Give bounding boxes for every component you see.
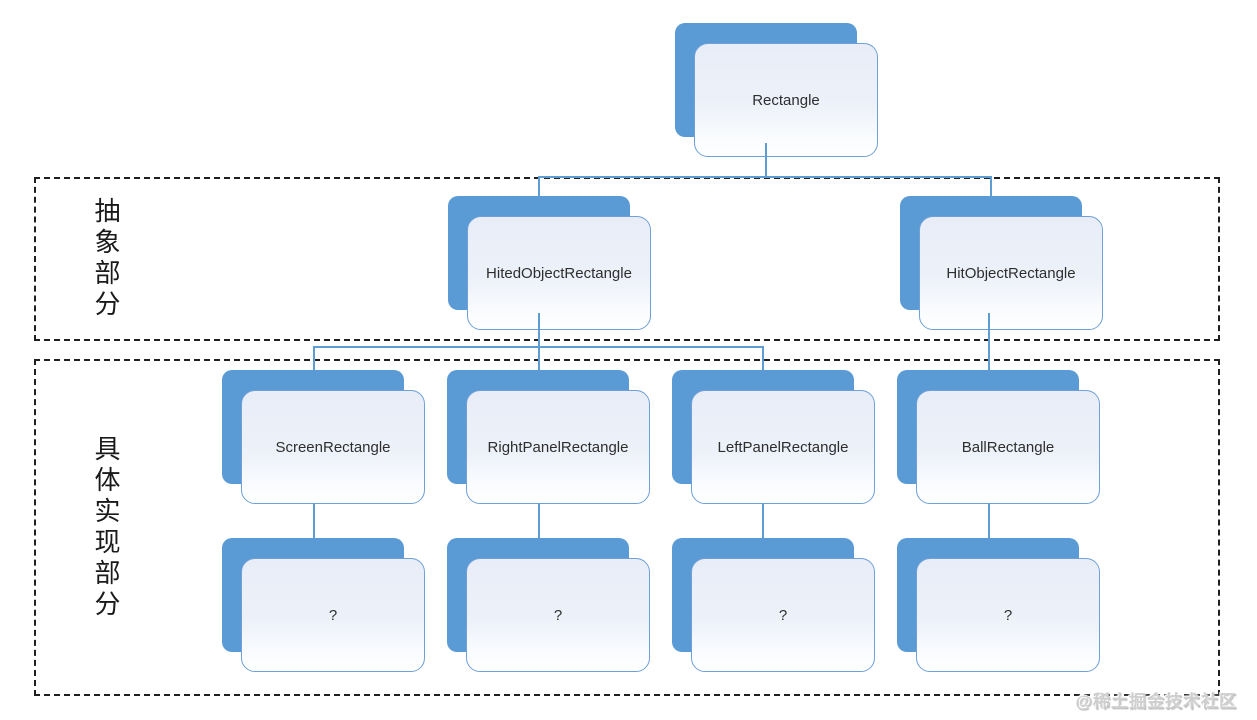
connector-drop-screen [313,346,315,371]
node-question-1-label: ? [328,606,338,624]
connector-root-stem [765,143,767,178]
node-hit-object-rectangle-label: HitObjectRectangle [946,264,1076,282]
node-rectangle-box: Rectangle [694,43,878,157]
node-question-3-label: ? [778,606,788,624]
node-hit-object-rectangle-box: HitObjectRectangle [919,216,1103,330]
node-rectangle-label: Rectangle [752,91,820,109]
node-left-panel-rectangle-box: LeftPanelRectangle [691,390,875,504]
node-screen-rectangle: ScreenRectangle [222,370,427,505]
node-hited-object-rectangle-box: HitedObjectRectangle [467,216,651,330]
node-right-panel-rectangle-box: RightPanelRectangle [466,390,650,504]
node-question-1-box: ? [241,558,425,672]
node-right-panel-rectangle-label: RightPanelRectangle [487,438,629,456]
node-rectangle: Rectangle [675,23,880,158]
node-question-2-box: ? [466,558,650,672]
section-abstract-part: 抽象部分 [34,177,1220,341]
connector-ball-to-q4 [988,503,990,539]
node-hited-object-rectangle: HitedObjectRectangle [448,196,653,331]
section-concrete-label: 具体实现部分 [90,434,120,621]
connector-level1-horizontal [538,176,992,178]
node-question-2: ? [447,538,652,673]
node-left-panel-rectangle-label: LeftPanelRectangle [717,438,849,456]
node-question-4-box: ? [916,558,1100,672]
node-question-4: ? [897,538,1102,673]
node-ball-rectangle-label: BallRectangle [961,438,1055,456]
node-question-1: ? [222,538,427,673]
node-screen-rectangle-box: ScreenRectangle [241,390,425,504]
connector-drop-hit [990,176,992,197]
connector-drop-leftpanel [762,346,764,371]
node-question-2-label: ? [553,606,563,624]
node-question-3-box: ? [691,558,875,672]
node-ball-rectangle-box: BallRectangle [916,390,1100,504]
connector-hited-stem [538,313,540,371]
node-question-4-label: ? [1003,606,1013,624]
node-question-3: ? [672,538,877,673]
connector-level2-horizontal [313,346,763,348]
connector-screen-to-q1 [313,503,315,539]
section-abstract-label: 抽象部分 [90,197,120,321]
section-concrete-part: 具体实现部分 [34,359,1220,696]
watermark-text: @稀土掘金技术社区 [1075,692,1237,711]
node-left-panel-rectangle: LeftPanelRectangle [672,370,877,505]
connector-hit-stem [988,313,990,371]
connector-leftpanel-to-q3 [762,503,764,539]
connector-drop-hited [538,176,540,197]
node-right-panel-rectangle: RightPanelRectangle [447,370,652,505]
node-hit-object-rectangle: HitObjectRectangle [900,196,1105,331]
connector-rightpanel-to-q2 [538,503,540,539]
node-hited-object-rectangle-label: HitedObjectRectangle [486,264,632,282]
node-ball-rectangle: BallRectangle [897,370,1102,505]
node-screen-rectangle-label: ScreenRectangle [275,438,391,456]
